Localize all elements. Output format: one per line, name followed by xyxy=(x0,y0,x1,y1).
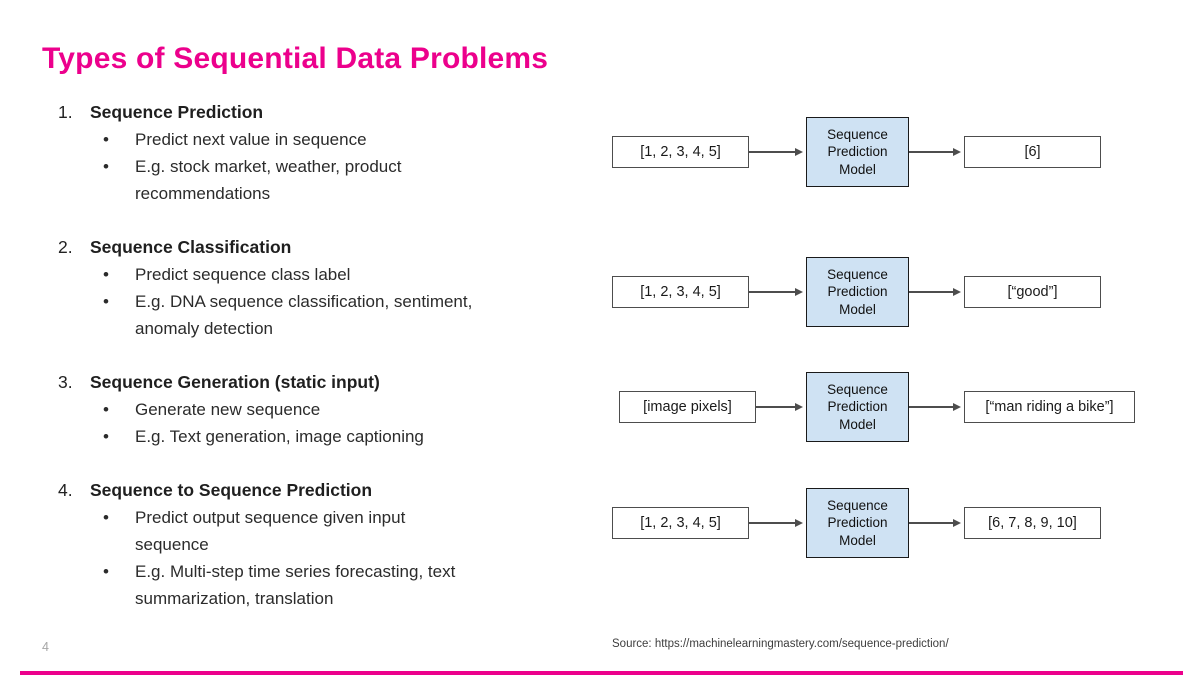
item-head: 4. Sequence to Sequence Prediction xyxy=(55,477,555,504)
bullet-icon: • xyxy=(103,265,109,284)
diagram-output-box: [6] xyxy=(964,136,1101,168)
diagram-row-sequence-classification: [1, 2, 3, 4, 5] Sequence Prediction Mode… xyxy=(600,257,1180,327)
arrow-right-icon xyxy=(909,403,961,410)
bullet-item: • E.g. Multi-step time series forecastin… xyxy=(55,558,555,612)
diagram-input-box: [1, 2, 3, 4, 5] xyxy=(612,507,749,539)
model-box: Sequence Prediction Model xyxy=(806,257,909,327)
bullet-text: Predict output sequence given input sequ… xyxy=(135,508,406,554)
list-item: 3. Sequence Generation (static input) • … xyxy=(55,369,555,450)
bullet-icon: • xyxy=(103,508,109,527)
problem-list: 1. Sequence Prediction • Predict next va… xyxy=(55,99,555,612)
bullet-text: Predict next value in sequence xyxy=(135,130,367,149)
item-heading: Sequence Generation (static input) xyxy=(90,372,380,392)
arrow-right-icon xyxy=(909,519,961,526)
arrow-right-icon xyxy=(749,148,803,155)
bullet-item: • Predict next value in sequence xyxy=(55,126,555,153)
bullet-text: Generate new sequence xyxy=(135,400,321,419)
diagram-output-box: [“good”] xyxy=(964,276,1101,308)
bullet-item: • E.g. DNA sequence classification, sent… xyxy=(55,288,555,342)
diagram-input-box: [image pixels] xyxy=(619,391,756,423)
diagram-input-box: [1, 2, 3, 4, 5] xyxy=(612,276,749,308)
item-number: 1. xyxy=(58,102,73,122)
item-head: 1. Sequence Prediction xyxy=(55,99,555,126)
diagram-row-sequence-prediction: [1, 2, 3, 4, 5] Sequence Prediction Mode… xyxy=(600,117,1180,187)
bullet-item: • Predict sequence class label xyxy=(55,261,555,288)
page-title: Types of Sequential Data Problems xyxy=(42,42,549,75)
list-item: 4. Sequence to Sequence Prediction • Pre… xyxy=(55,477,555,612)
bullet-icon: • xyxy=(103,400,109,419)
item-heading: Sequence Prediction xyxy=(90,102,264,122)
bullet-icon: • xyxy=(103,292,109,311)
diagram-input-box: [1, 2, 3, 4, 5] xyxy=(612,136,749,168)
item-heading: Sequence to Sequence Prediction xyxy=(90,480,373,500)
bullet-text: E.g. Text generation, image captioning xyxy=(135,427,424,446)
bullet-item: • Generate new sequence xyxy=(55,396,555,423)
list-item: 2. Sequence Classification • Predict seq… xyxy=(55,234,555,342)
item-heading: Sequence Classification xyxy=(90,237,292,257)
arrow-right-icon xyxy=(909,148,961,155)
item-number: 2. xyxy=(58,237,73,257)
model-box: Sequence Prediction Model xyxy=(806,488,909,558)
bullet-icon: • xyxy=(103,427,109,446)
model-box: Sequence Prediction Model xyxy=(806,117,909,187)
diagram-column: [1, 2, 3, 4, 5] Sequence Prediction Mode… xyxy=(600,0,1180,620)
bullet-text: E.g. stock market, weather, product reco… xyxy=(135,157,402,203)
bullet-item: • E.g. Text generation, image captioning xyxy=(55,423,555,450)
arrow-right-icon xyxy=(749,288,803,295)
diagram-output-box: [“man riding a bike”] xyxy=(964,391,1135,423)
arrow-right-icon xyxy=(756,403,803,410)
bullet-item: • Predict output sequence given input se… xyxy=(55,504,555,558)
list-item: 1. Sequence Prediction • Predict next va… xyxy=(55,99,555,207)
bullet-item: • E.g. stock market, weather, product re… xyxy=(55,153,555,207)
arrow-right-icon xyxy=(749,519,803,526)
diagram-output-box: [6, 7, 8, 9, 10] xyxy=(964,507,1101,539)
diagram-row-sequence-to-sequence: [1, 2, 3, 4, 5] Sequence Prediction Mode… xyxy=(600,488,1180,558)
source-text: Source: https://machinelearningmastery.c… xyxy=(612,638,949,650)
accent-bar xyxy=(20,671,1183,675)
diagram-row-sequence-generation: [image pixels] Sequence Prediction Model… xyxy=(600,372,1180,442)
model-box: Sequence Prediction Model xyxy=(806,372,909,442)
bullet-text: E.g. DNA sequence classification, sentim… xyxy=(135,292,473,338)
bullet-text: Predict sequence class label xyxy=(135,265,351,284)
item-number: 4. xyxy=(58,480,73,500)
item-head: 2. Sequence Classification xyxy=(55,234,555,261)
bullet-icon: • xyxy=(103,157,109,176)
bullet-icon: • xyxy=(103,130,109,149)
bullet-icon: • xyxy=(103,562,109,581)
bullet-text: E.g. Multi-step time series forecasting,… xyxy=(135,562,456,608)
arrow-right-icon xyxy=(909,288,961,295)
item-number: 3. xyxy=(58,372,73,392)
item-head: 3. Sequence Generation (static input) xyxy=(55,369,555,396)
page-number: 4 xyxy=(42,640,49,654)
